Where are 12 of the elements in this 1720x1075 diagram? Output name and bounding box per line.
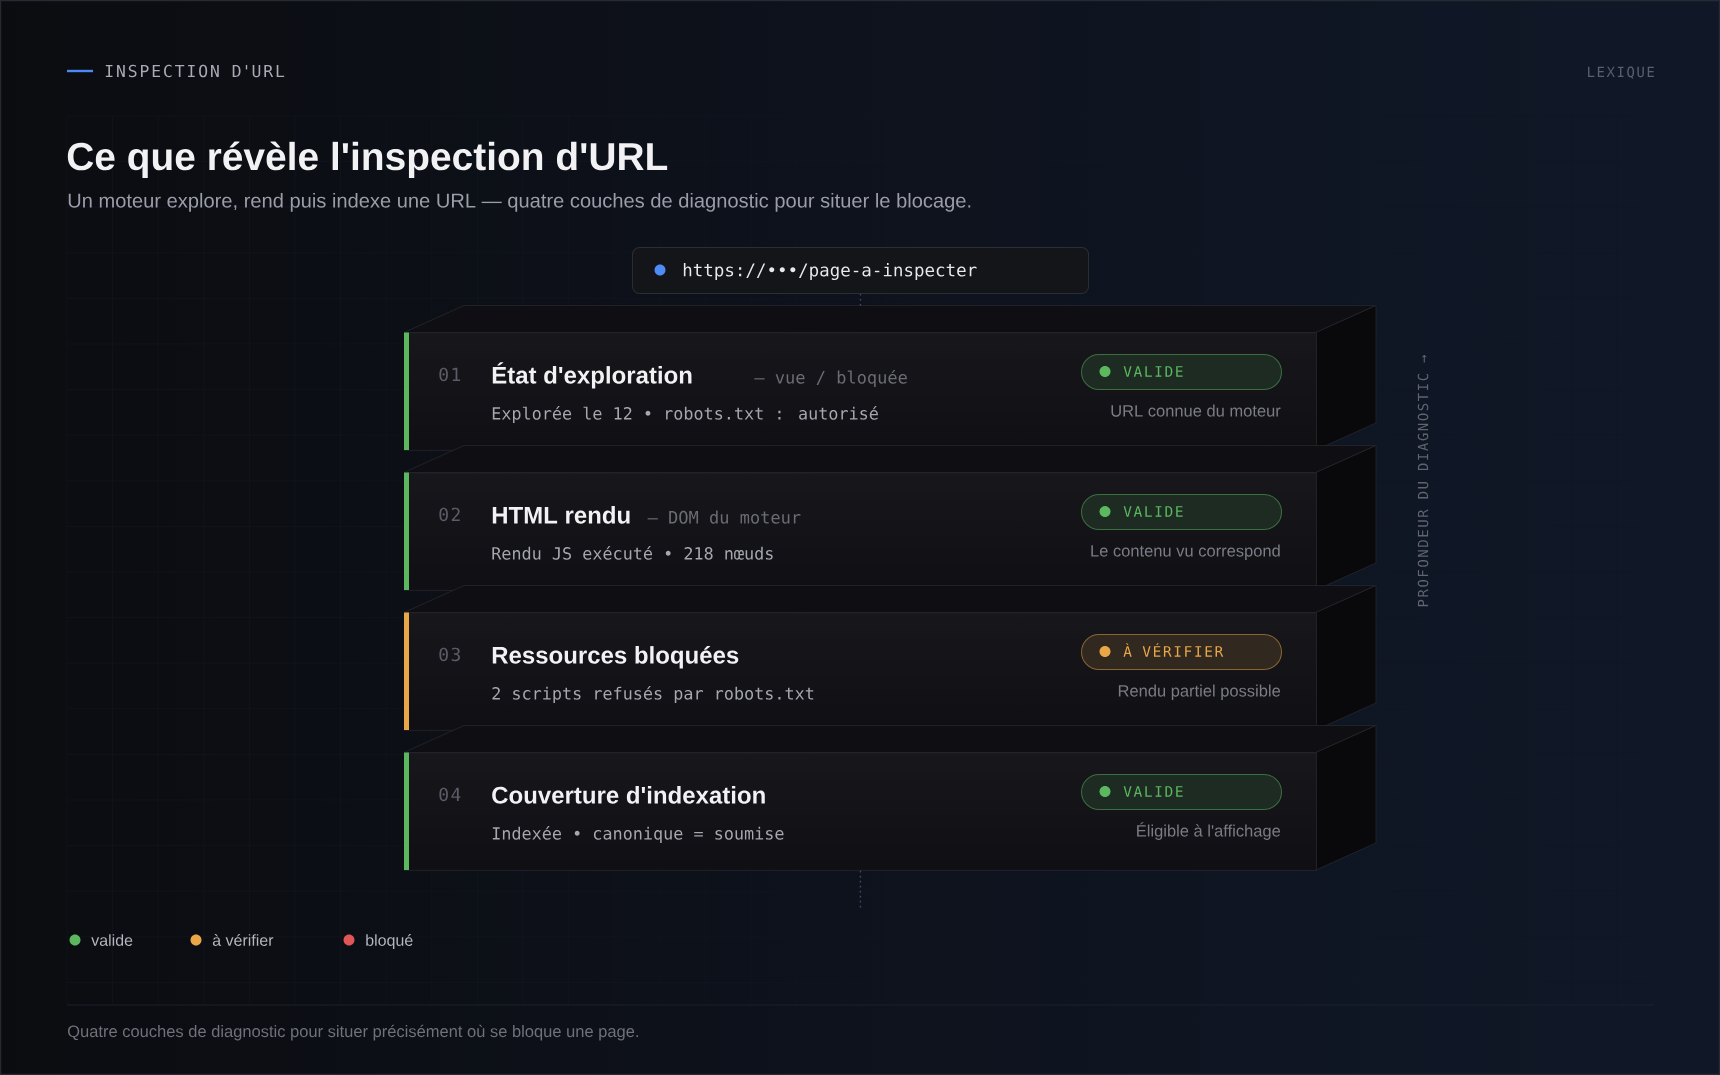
caption: Quatre couches de diagnostic pour situer précisément où se bloque une page. — [68, 1024, 638, 1041]
nav-label: LEXIQUE — [1588, 66, 1654, 79]
eyebrow-label: INSPECTION D'URL — [105, 64, 285, 78]
connector-line — [859, 870, 862, 910]
url-bar: https://•••/page-a-inspecter — [632, 247, 1089, 294]
connector-line — [859, 293, 862, 307]
legend-label: valide — [91, 934, 133, 946]
legend-label: bloqué — [366, 934, 413, 950]
legend-label: à vérifier — [212, 934, 274, 946]
page-title: Ce que révèle l'inspection d'URL — [67, 141, 668, 179]
axis-label: PROFONDEUR DU DIAGNOSTIC → — [1417, 354, 1429, 607]
page-subtitle: Un moteur explore, rend puis indexe une URL — quatre couches de diagnostic pour situer le blocage. — [68, 192, 971, 212]
